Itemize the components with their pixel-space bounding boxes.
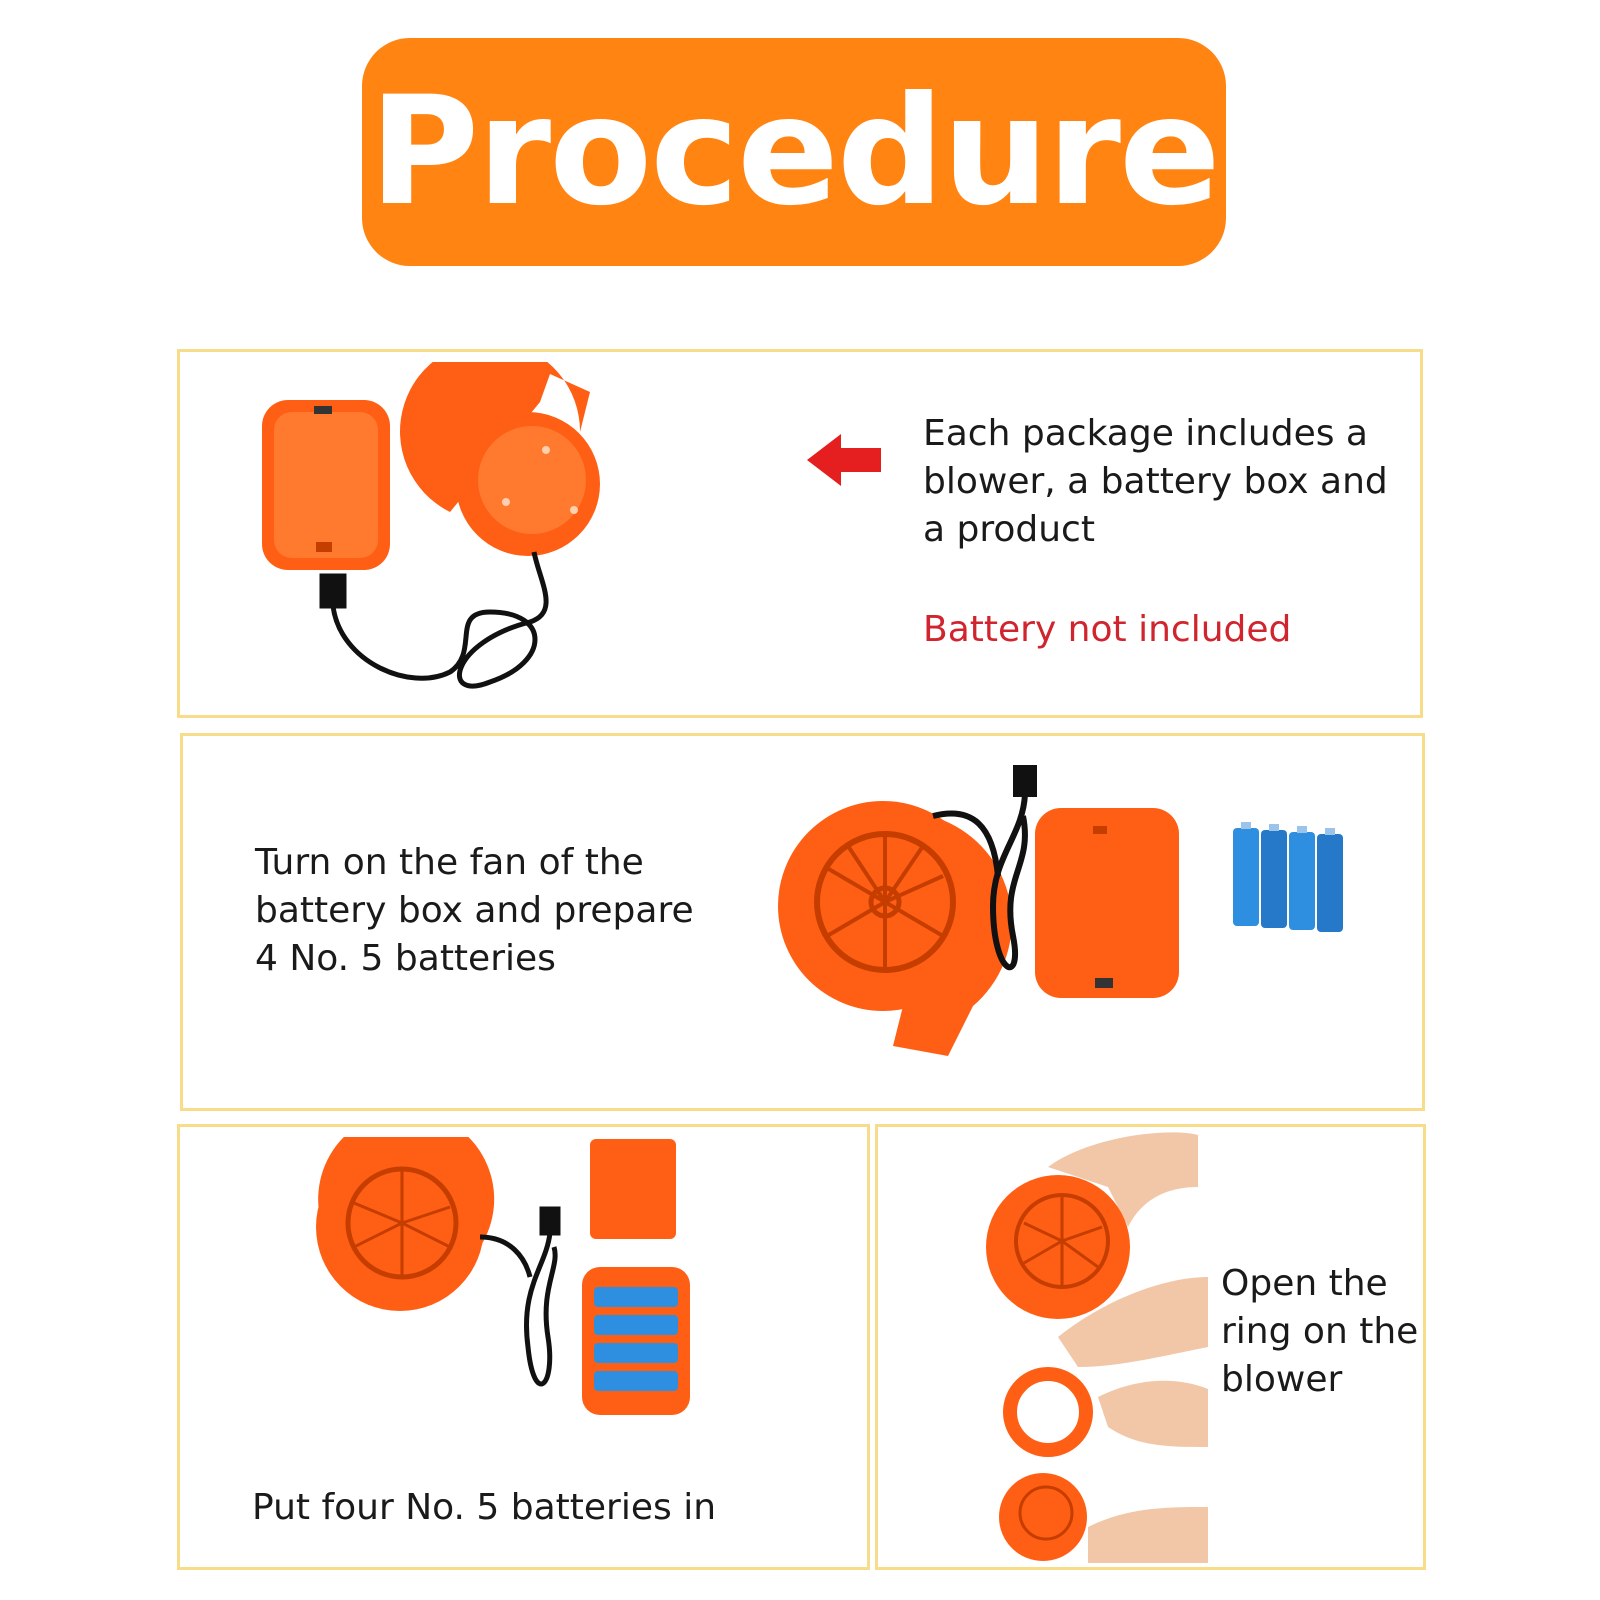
step-panel-2: Turn on the fan of the battery box and p… [180, 733, 1425, 1111]
hands-icon [1048, 1132, 1208, 1563]
aa-batteries-icon [1233, 822, 1343, 932]
title-banner: Procedure [362, 38, 1226, 266]
step-3-text: Put four No. 5 batteries in [252, 1487, 717, 1528]
battery-box-open-icon [582, 1139, 690, 1415]
ring-icon [1003, 1367, 1093, 1457]
battery-box-icon [262, 400, 390, 570]
battery-warning: Battery not included [923, 609, 1292, 650]
step-panel-4: Open the ring on the blower [875, 1124, 1426, 1570]
cable-icon [319, 551, 549, 689]
blower-icon [986, 1175, 1130, 1319]
open-ring-illustration [986, 1132, 1208, 1563]
blower-icon [316, 1137, 495, 1311]
blower-icon [400, 362, 600, 556]
package-illustration [262, 362, 600, 689]
cable-icon [932, 765, 1037, 971]
step-panel-1: Each package includes a blower, a batter… [177, 349, 1423, 718]
blower-icon [999, 1473, 1087, 1561]
blower-icon [778, 801, 1012, 1056]
step-1-text: Each package includes a blower, a batter… [923, 413, 1388, 550]
left-arrow-icon [807, 434, 881, 486]
blower-battery-illustration [778, 765, 1343, 1056]
step-panel-3: Put four No. 5 batteries in [177, 1124, 870, 1570]
step-4-text: Open the ring on the blower [1221, 1263, 1419, 1400]
step-2-text: Turn on the fan of the battery box and p… [255, 842, 694, 979]
battery-box-icon [1035, 808, 1179, 998]
cable-icon [479, 1206, 561, 1387]
page-title: Procedure [369, 65, 1220, 239]
batteries-in-box-illustration [316, 1137, 690, 1415]
